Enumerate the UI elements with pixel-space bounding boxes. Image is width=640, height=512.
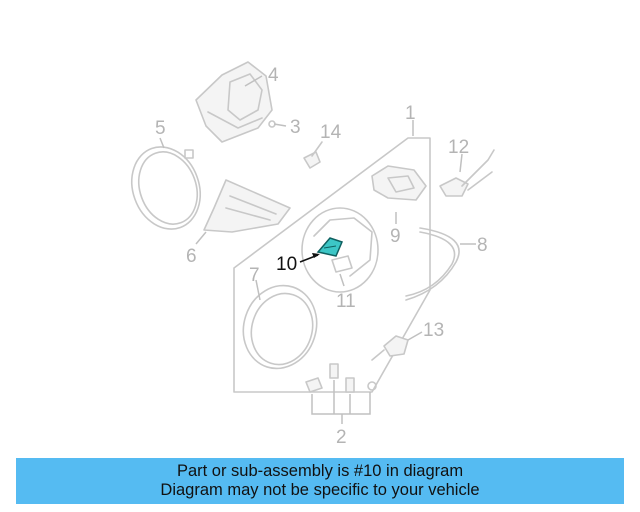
banner-line-1: Part or sub-assembly is #10 in diagram: [176, 462, 464, 480]
trim-strip: [405, 227, 476, 301]
callout-1: 1: [405, 103, 416, 124]
callout-9: 9: [390, 226, 401, 247]
headlamp-lens: [242, 279, 318, 370]
callout-5: 5: [155, 118, 166, 139]
callout-11: 11: [336, 291, 356, 312]
callout-12: 12: [448, 137, 469, 158]
clip-fastener: [303, 141, 323, 169]
bezel-ring: [131, 137, 201, 230]
info-banner: Part or sub-assembly is #10 in diagram D…: [16, 458, 624, 504]
callout-10: 10: [276, 254, 297, 275]
callout-4: 4: [268, 65, 279, 86]
bulb-shield: [371, 165, 427, 224]
part-10-highlighted: [299, 237, 344, 263]
parts-diagram: 1 2 3 4 5 6 7 8 9 10 11 12 13 14: [131, 61, 495, 448]
callout-7: 7: [249, 265, 260, 286]
upper-shroud: [195, 61, 287, 143]
callout-2: 2: [336, 427, 347, 448]
bulb-socket: [439, 149, 495, 197]
adjuster-screw: [371, 331, 423, 361]
callout-6: 6: [186, 246, 197, 267]
callout-14: 14: [320, 122, 342, 143]
fastener-group: [305, 363, 377, 424]
callout-8: 8: [477, 235, 488, 256]
mounting-bracket: [195, 179, 291, 245]
reflector-assembly: [301, 207, 379, 293]
callout-3: 3: [290, 117, 301, 138]
callout-13: 13: [423, 320, 444, 341]
banner-line-2: Diagram may not be specific to your vehi…: [160, 481, 480, 499]
